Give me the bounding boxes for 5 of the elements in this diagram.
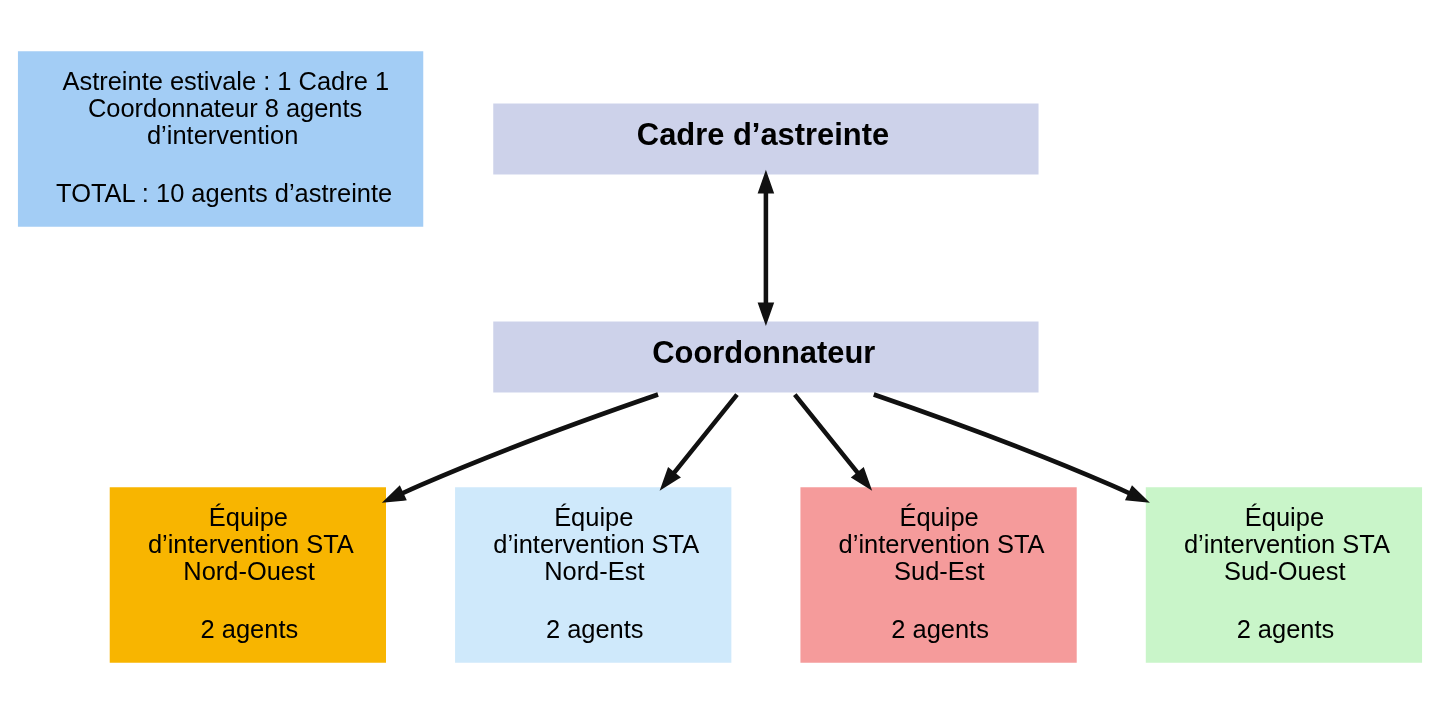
- arrow: [793, 392, 873, 491]
- arrow: [873, 391, 1150, 503]
- arrow: [381, 391, 659, 503]
- arrow: [659, 392, 739, 491]
- arrow: [757, 169, 775, 326]
